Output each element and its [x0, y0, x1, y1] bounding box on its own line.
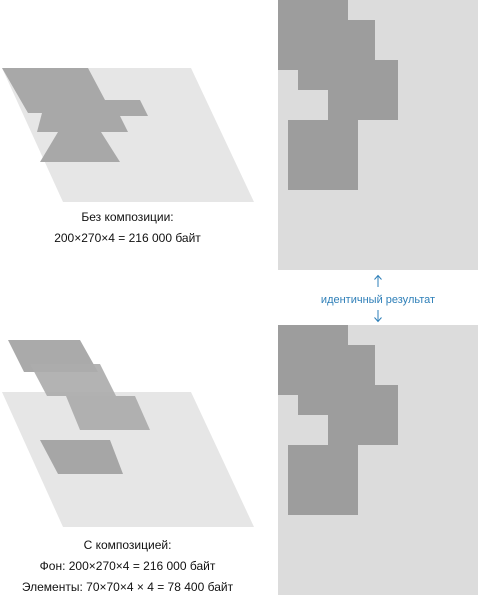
result-shape [278, 325, 398, 515]
composited-layers-diagram [2, 340, 254, 527]
top-caption-size: 200×270×4 = 216 000 байт [54, 231, 201, 245]
result-panel-bottom [278, 325, 478, 595]
identical-result-note: идентичный результат [278, 274, 478, 327]
top-caption: Без композиции: 200×270×4 = 216 000 байт [0, 207, 255, 249]
element-layer-2 [30, 364, 116, 396]
identical-result-label: идентичный результат [320, 294, 436, 306]
bottom-caption-title: С композицией: [83, 538, 172, 552]
element-layer-3 [66, 396, 150, 430]
element-shape [2, 68, 148, 162]
bottom-caption: С композицией: Фон: 200×270×4 = 216 000 … [0, 535, 255, 598]
result-shape [278, 0, 398, 190]
up-arrow-icon [278, 274, 478, 292]
top-caption-title: Без композиции: [81, 210, 174, 224]
element-layer-4 [40, 440, 123, 474]
down-arrow-icon [278, 309, 478, 327]
background-plane [2, 392, 254, 527]
bottom-caption-elements-size: Элементы: 70×70×4 × 4 = 78 400 байт [21, 580, 234, 594]
result-panel-top [278, 0, 478, 270]
bottom-caption-background-size: Фон: 200×270×4 = 216 000 байт [39, 559, 216, 573]
flat-layer-diagram [2, 68, 254, 202]
